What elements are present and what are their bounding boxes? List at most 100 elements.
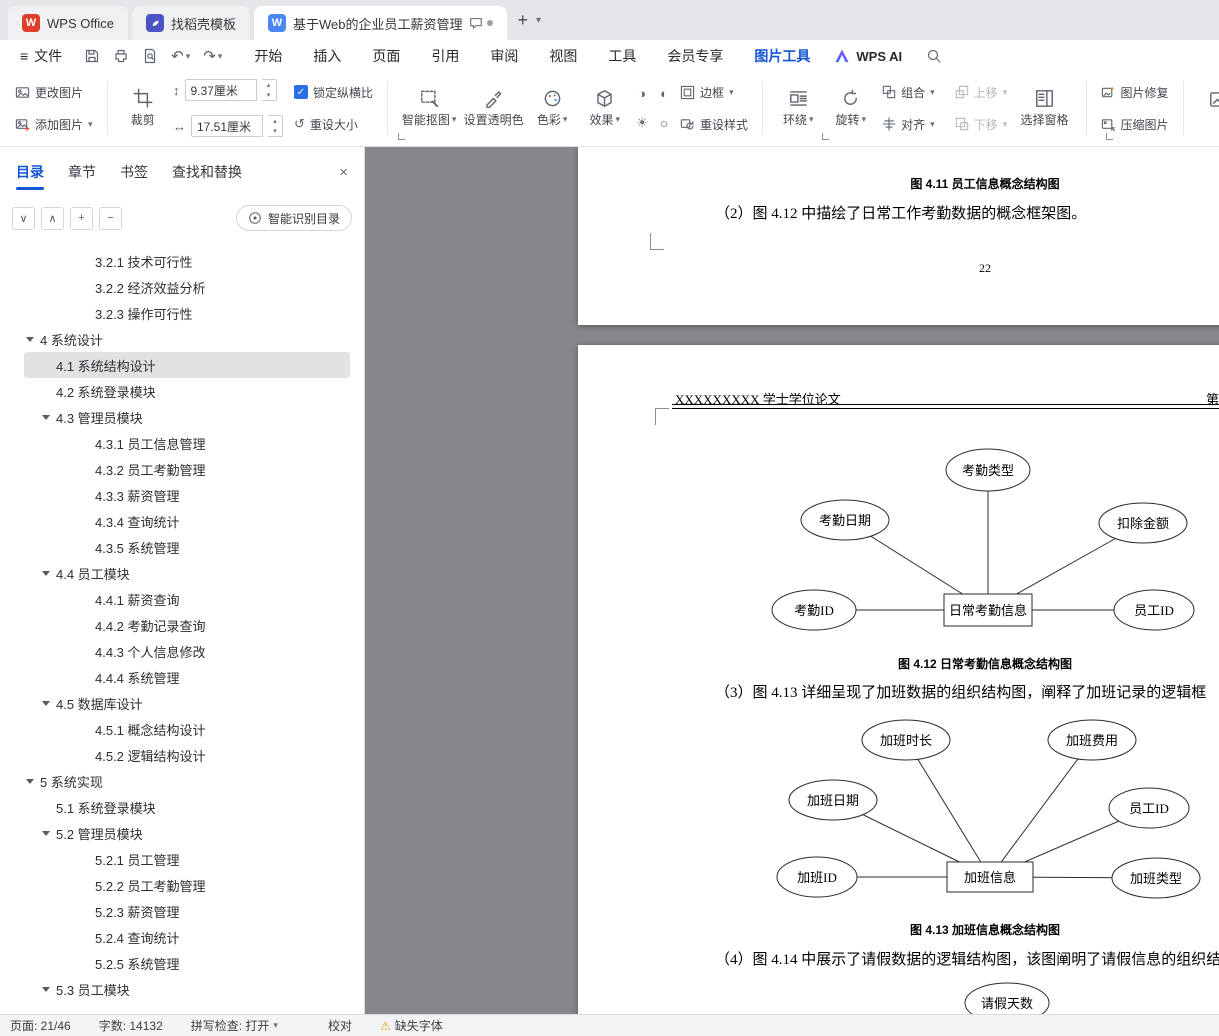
picture-repair-button[interactable]: 图片修复: [1096, 79, 1174, 105]
border-button[interactable]: 边框▾: [675, 79, 753, 105]
toc-item[interactable]: 5.2.3 薪资管理: [24, 898, 350, 924]
reset-size-button[interactable]: ↺ 重设大小: [294, 116, 358, 132]
tab-page[interactable]: 页面: [372, 48, 401, 64]
sidebar-close-icon[interactable]: ×: [339, 163, 348, 181]
print-button[interactable]: [113, 48, 129, 64]
comment-bubble-icon[interactable]: [469, 16, 483, 30]
spellcheck-status[interactable]: 拼写检查: 打开▾: [190, 1019, 278, 1033]
contrast-decrease-icon[interactable]: ◐: [660, 86, 668, 101]
picture-width-input[interactable]: [191, 115, 263, 137]
tab-picture-tools[interactable]: 图片工具: [752, 41, 812, 75]
set-transparent-color-button[interactable]: 设置透明色: [461, 77, 525, 139]
missing-font-warning[interactable]: ⚠ 缺失字体: [379, 1018, 443, 1034]
document-page-previous[interactable]: 图 4.11 员工信息概念结构图 （2）图 4.12 中描绘了日常工作考勤数据的…: [578, 147, 1219, 325]
er-diagram-attendance[interactable]: 考勤类型 考勤日期 扣除金额 考勤ID 员工ID 日常考勤信息: [768, 435, 1218, 655]
word-count[interactable]: 字数: 14132: [98, 1019, 163, 1033]
toc-item[interactable]: 5.2 管理员模块: [24, 820, 350, 846]
file-menu-button[interactable]: ≡ 文件: [12, 46, 70, 66]
style-dialog-launcher-icon[interactable]: [822, 133, 829, 140]
toc-expand-triangle-icon[interactable]: [42, 571, 56, 576]
tab-tools[interactable]: 工具: [608, 48, 637, 64]
toc-expand-triangle-icon[interactable]: [42, 701, 56, 706]
paragraph-4[interactable]: （4）图 4.14 中展示了请假数据的逻辑结构图，该图阐明了请假信息的组织结: [715, 952, 1219, 968]
figure-caption-4-11[interactable]: 图 4.11 员工信息概念结构图: [910, 177, 1060, 191]
toc-item[interactable]: 5.2.4 查询统计: [24, 924, 350, 950]
tab-document-active[interactable]: W 基于Web的企业员工薪资管理: [253, 6, 508, 40]
tab-docer-templates[interactable]: 找稻壳模板: [131, 6, 250, 40]
wrap-button[interactable]: 环绕▾: [772, 77, 825, 139]
effects-button[interactable]: 效果▾: [578, 77, 631, 139]
color-button[interactable]: 色彩▾: [526, 77, 579, 139]
bring-forward-button[interactable]: 上移▾: [950, 79, 1013, 105]
paragraph-2[interactable]: （2）图 4.12 中描绘了日常工作考勤数据的概念框架图。: [715, 206, 1087, 222]
change-picture-button[interactable]: 更改图片: [10, 79, 98, 105]
search-button[interactable]: [926, 48, 942, 64]
toc-item[interactable]: 4.5.2 逻辑结构设计: [24, 742, 350, 768]
new-tab-button[interactable]: +: [517, 10, 528, 30]
paragraph-3[interactable]: （3）图 4.13 详细呈现了加班数据的组织结构图，阐释了加班记录的逻辑框: [715, 685, 1207, 701]
height-stepper[interactable]: ▴▾: [261, 79, 277, 101]
smart-toc-button[interactable]: 智能识别目录: [235, 205, 352, 231]
toc-item[interactable]: 3.2.1 技术可行性: [24, 248, 350, 274]
tab-review[interactable]: 审阅: [490, 48, 519, 64]
toc-item[interactable]: 4.3.1 员工信息管理: [24, 430, 350, 456]
toc-item[interactable]: 3.2.2 经济效益分析: [24, 274, 350, 300]
toc-expand-triangle-icon[interactable]: [42, 987, 56, 992]
toc-item[interactable]: 4.5 数据库设计: [24, 690, 350, 716]
rotate-button[interactable]: 旋转▾: [825, 77, 878, 139]
toc-item[interactable]: 4.4 员工模块: [24, 560, 350, 586]
toc-item[interactable]: 5.1 系统登录模块: [24, 794, 350, 820]
sidebar-tab-toc[interactable]: 目录: [16, 148, 44, 196]
reset-style-button[interactable]: 重设样式: [675, 111, 753, 137]
toc-item[interactable]: 5.2.1 员工管理: [24, 846, 350, 872]
undo-button[interactable]: ↶▾: [171, 48, 191, 65]
toc-item[interactable]: 4.3 管理员模块: [24, 404, 350, 430]
send-backward-button[interactable]: 下移▾: [950, 111, 1013, 137]
toc-item[interactable]: 4.4.2 考勤记录查询: [24, 612, 350, 638]
brightness-decrease-icon[interactable]: ☼: [658, 115, 670, 130]
toc-expand-triangle-icon[interactable]: [42, 415, 56, 420]
tab-insert[interactable]: 插入: [313, 48, 342, 64]
contrast-increase-icon[interactable]: ◑: [638, 86, 646, 101]
page-header-right[interactable]: 第: [1206, 392, 1219, 407]
toc-expand-triangle-icon[interactable]: [26, 779, 40, 784]
selection-pane-button[interactable]: 选择窗格: [1012, 77, 1076, 139]
toc-item[interactable]: 4.3.5 系统管理: [24, 534, 350, 560]
picture-height-input[interactable]: [184, 79, 257, 101]
toc-item[interactable]: 4.3.2 员工考勤管理: [24, 456, 350, 482]
toc-item[interactable]: 4.1 系统结构设计: [24, 352, 350, 378]
tab-view[interactable]: 视图: [549, 48, 578, 64]
size-dialog-launcher-icon[interactable]: [398, 133, 405, 140]
arrange-dialog-launcher-icon[interactable]: [1106, 133, 1113, 140]
compress-picture-button[interactable]: 压缩图片: [1096, 111, 1174, 137]
toc-zoom-in-button[interactable]: +: [70, 206, 93, 230]
er-diagram-leave-partial[interactable]: 请假天数: [963, 980, 1053, 1014]
redo-button[interactable]: ↷▾: [203, 48, 223, 65]
smart-cutout-button[interactable]: 智能抠图▾: [397, 77, 461, 139]
toc-item[interactable]: 4.4.4 系统管理: [24, 664, 350, 690]
save-button[interactable]: [84, 48, 100, 64]
proofread-button[interactable]: 校对: [327, 1019, 352, 1033]
document-page-current[interactable]: XXXXXXXXX 学士学位论文 第 考勤类型: [578, 345, 1219, 1014]
add-picture-button[interactable]: 添加图片▾: [10, 111, 98, 137]
toc-item[interactable]: 4.3.4 查询统计: [24, 508, 350, 534]
tab-reference[interactable]: 引用: [431, 48, 460, 64]
toc-item[interactable]: 5.2.2 员工考勤管理: [24, 872, 350, 898]
tab-member-exclusive[interactable]: 会员专享: [667, 48, 724, 64]
toc-collapse-all-button[interactable]: ∧: [41, 206, 64, 230]
group-button[interactable]: 组合▾: [877, 79, 940, 105]
toc-item[interactable]: 4.4.1 薪资查询: [24, 586, 350, 612]
document-canvas[interactable]: 图 4.11 员工信息概念结构图 （2）图 4.12 中描绘了日常工作考勤数据的…: [365, 147, 1219, 1014]
figure-caption-4-13[interactable]: 图 4.13 加班信息概念结构图: [909, 923, 1061, 937]
toc-item[interactable]: 4.3.3 薪资管理: [24, 482, 350, 508]
align-button[interactable]: 对齐▾: [877, 111, 940, 137]
brightness-increase-icon[interactable]: ☀: [636, 114, 648, 130]
figure-caption-4-12[interactable]: 图 4.12 日常考勤信息概念结构图: [897, 657, 1073, 671]
toc-expand-all-button[interactable]: ∨: [12, 206, 35, 230]
tab-list-chevron-icon[interactable]: ▾: [535, 14, 542, 26]
toc-item[interactable]: 5.2.5 系统管理: [24, 950, 350, 976]
wps-ai-button[interactable]: WPS AI: [834, 48, 902, 64]
print-preview-button[interactable]: [142, 48, 158, 64]
er-diagram-overtime[interactable]: 加班时长 加班费用 加班日期 员工ID 加班ID 加班类型 加班信息: [768, 713, 1218, 913]
toc-item[interactable]: 4.2 系统登录模块: [24, 378, 350, 404]
